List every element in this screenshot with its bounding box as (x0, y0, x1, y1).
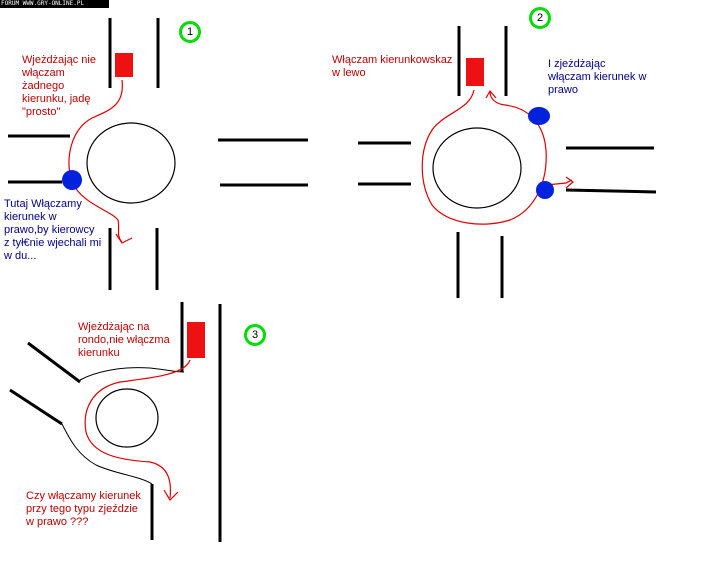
route-path (421, 89, 574, 225)
route-path (84, 359, 191, 501)
roundabout-island (86, 122, 176, 204)
annotation-indicate-left: Włączam kierunkowskaz w lewo (332, 54, 453, 79)
diagram-2 (358, 26, 657, 298)
indicator-dot (62, 170, 82, 190)
indicator-dot (536, 181, 554, 199)
road-edge (61, 423, 153, 485)
watermark: FORUM WWW.GRY-ONLINE.PL (0, 0, 109, 8)
diagram-1 (8, 18, 308, 290)
road-line (27, 341, 81, 384)
diagram-number-badge: 2 (529, 7, 551, 29)
diagram-number-badge: 1 (179, 21, 201, 43)
diagram-number-badge: 3 (244, 324, 266, 346)
annotation-no-indicator-entering: Wjeżdżając nie włączam żadnego kierunku,… (22, 54, 96, 118)
annotation-exit-indicate-right: I zjeżdżając włączam kierunek w prawo (548, 58, 647, 96)
indicator-dot (528, 107, 550, 125)
annotation-indicate-right: Tutaj Włączamy kierunek w prawo,by kiero… (4, 198, 102, 262)
diagram-3 (9, 302, 222, 542)
road-line (9, 388, 63, 426)
car (115, 53, 133, 77)
roundabout-island (432, 127, 522, 209)
car (466, 58, 484, 86)
annotation-question: Czy włączamy kierunek przy tego typu zje… (26, 490, 141, 528)
road-line (565, 188, 657, 194)
roundabout-island (95, 388, 159, 448)
annotation-entering-no-indicator: Wjeżdżając na rondo,nie włączma kierunku (78, 321, 170, 359)
car (187, 322, 205, 358)
